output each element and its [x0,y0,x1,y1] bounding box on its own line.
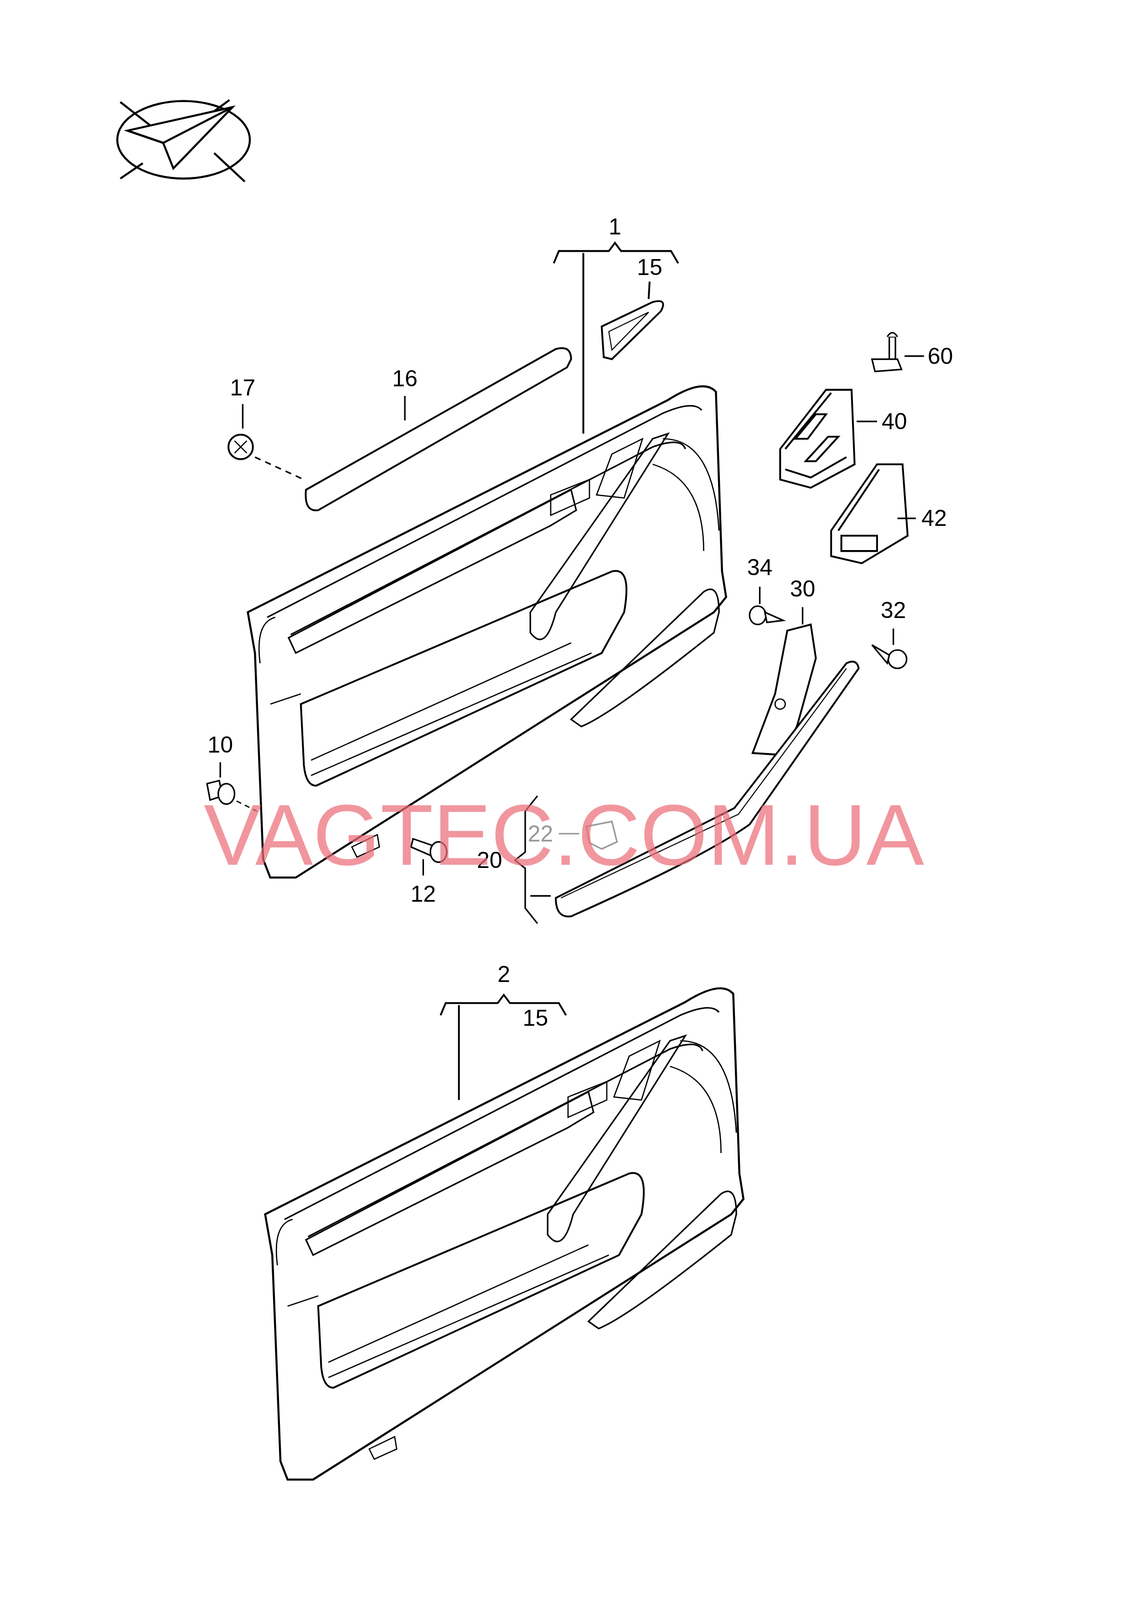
callout-number: 42 [921,506,947,530]
callout-number: 32 [880,598,907,622]
callout-number: 2 [497,962,511,986]
callout-number: 34 [747,555,773,579]
watermark: VAGTEC.COM.UA [203,790,925,878]
callout-number: 60 [927,344,954,368]
callout-number: 12 [410,882,437,905]
callout-number: 1 [608,215,622,238]
callout-number: 15 [522,1006,549,1029]
callout-number: 15 [636,255,663,279]
callout-number: 17 [230,376,256,399]
callout-number: 16 [392,366,418,390]
callout-number: 30 [790,577,816,600]
callout-number: 40 [881,409,908,433]
callout-number: 10 [207,733,233,756]
